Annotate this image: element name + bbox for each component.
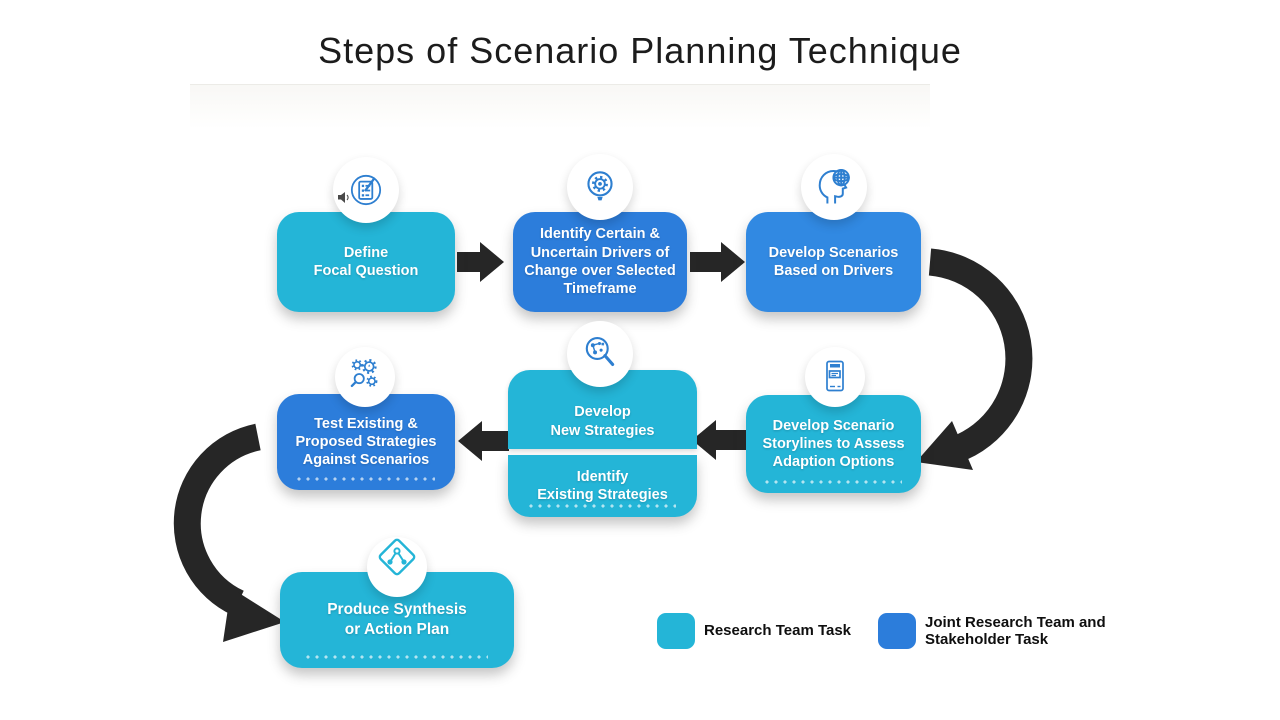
search-network-icon <box>567 321 633 387</box>
step-box-strategies-group: Develop New Strategies Identify Existing… <box>508 370 697 517</box>
flow-arrow-right-2 <box>690 242 745 282</box>
flow-arrow-left-1 <box>692 420 748 460</box>
legend-label: Joint Research Team and Stakeholder Task <box>925 613 1106 648</box>
legend-label: Research Team Task <box>704 622 852 640</box>
faded-image-band <box>190 84 930 127</box>
checklist-pencil-icon <box>333 157 399 223</box>
step-box-develop-scenarios: Develop Scenarios Based on Drivers <box>746 212 921 312</box>
step-label: Develop New Strategies <box>550 404 655 439</box>
step-label: Test Existing & Proposed Strategies Agai… <box>295 415 437 469</box>
legend-item-joint-team: Joint Research Team and Stakeholder Task <box>878 613 1106 649</box>
dotted-separator <box>296 477 436 481</box>
curved-arrow-right <box>916 248 1033 470</box>
network-diamond-icon <box>367 537 427 597</box>
dotted-separator <box>528 504 677 508</box>
step-label: Develop Scenarios Based on Drivers <box>768 244 899 279</box>
step-box-develop-storylines: Develop Scenario Storylines to Assess Ad… <box>746 395 921 493</box>
legend-swatch-research <box>657 613 695 649</box>
step-box-test-strategies: Test Existing & Proposed Strategies Agai… <box>277 394 455 490</box>
step-box-identify-drivers: Identify Certain & Uncertain Drivers of … <box>513 212 687 312</box>
gears-magnifier-icon <box>335 347 395 407</box>
survey-form-icon <box>805 347 865 407</box>
speaker-icon <box>338 192 349 203</box>
step-label: Define Focal Question <box>313 244 419 279</box>
dotted-separator <box>765 480 902 484</box>
step-label: Produce Synthesis or Action Plan <box>327 601 467 638</box>
step-box-define-focal-question: Define Focal Question <box>277 212 455 312</box>
page-title: Steps of Scenario Planning Technique <box>318 30 962 71</box>
legend-item-research-team: Research Team Task <box>657 613 851 649</box>
step-label: Identify Existing Strategies <box>537 468 668 503</box>
flow-arrow-left-2 <box>458 421 509 461</box>
curved-arrow-left <box>173 423 285 642</box>
gear-bulb-icon <box>567 154 633 220</box>
dotted-separator <box>305 655 489 659</box>
step-label: Develop Scenario Storylines to Assess Ad… <box>762 417 905 471</box>
legend-swatch-joint <box>878 613 916 649</box>
step-box-identify-existing-strategies: Identify Existing Strategies <box>508 455 697 517</box>
flow-arrow-right-1 <box>457 242 504 282</box>
step-label: Identify Certain & Uncertain Drivers of … <box>524 226 676 298</box>
head-globe-icon <box>801 154 867 220</box>
